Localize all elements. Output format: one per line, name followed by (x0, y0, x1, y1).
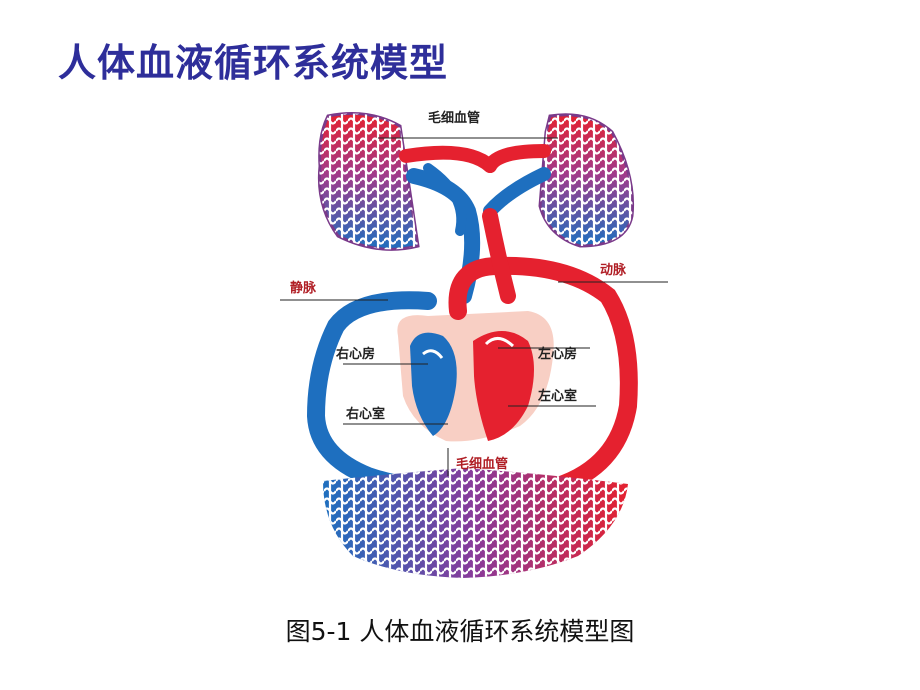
circulation-diagram: 毛细血管 动脉 静脉 右心房 左心房 右心室 左心室 毛细血管 (280, 110, 668, 578)
pulmonary-vessels (399, 144, 551, 304)
leader-lines (280, 137, 668, 476)
label-left-atrium: 左心房 (538, 346, 577, 362)
label-artery: 动脉 (600, 262, 627, 278)
slide-title: 人体血液循环系统模型 (58, 41, 449, 85)
label-capillary-top: 毛细血管 (428, 110, 480, 126)
label-right-ventricle: 右心室 (345, 406, 385, 422)
left-heart-chambers (473, 331, 534, 441)
figure-caption: 图5-1 人体血液循环系统模型图 (285, 617, 635, 646)
label-left-ventricle: 左心室 (538, 388, 577, 404)
right-heart-chambers (410, 332, 457, 436)
left-lung (317, 112, 420, 251)
label-vein: 静脉 (290, 280, 317, 296)
right-lung (538, 113, 635, 248)
label-right-atrium: 右心房 (335, 346, 375, 362)
label-capillary-bottom: 毛细血管 (456, 456, 508, 472)
body-capillary-bed (323, 468, 628, 578)
